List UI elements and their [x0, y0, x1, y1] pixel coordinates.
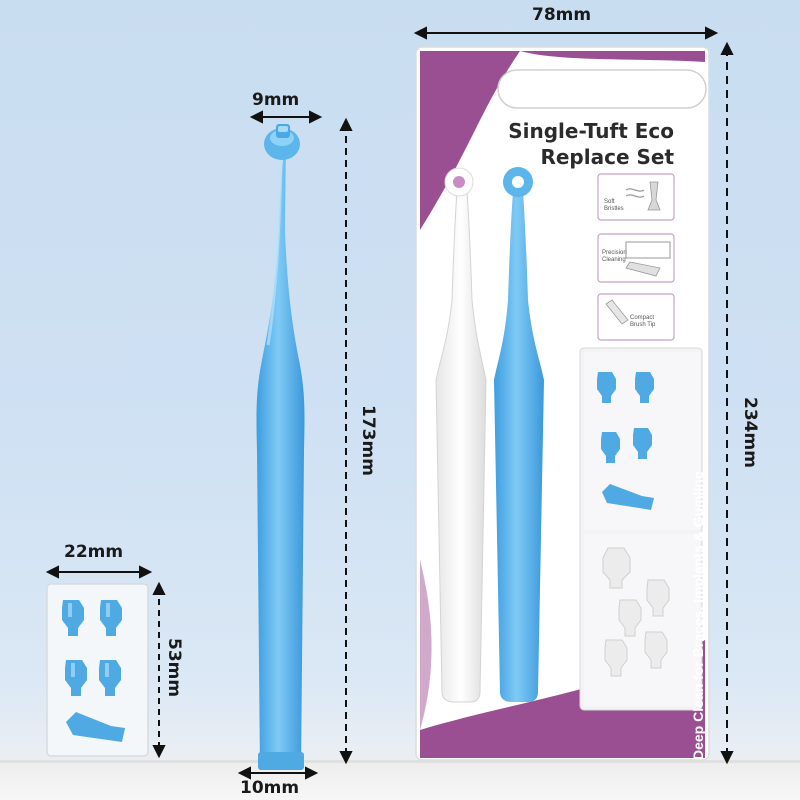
- package-title: Single-Tuft Eco Replace Set: [478, 118, 674, 170]
- blister-package: [415, 46, 710, 761]
- tips-box-height-label: 53mm: [164, 638, 184, 698]
- package-height-label: 234mm: [740, 397, 760, 468]
- shelf: [0, 762, 800, 800]
- feature-compact-brush-tip: Compact Brush Tip: [630, 315, 656, 328]
- feature-precision-cleaning: Precision Cleaning: [602, 250, 627, 263]
- base-width-label: 10mm: [240, 778, 300, 798]
- dimension-lines-tips: [45, 565, 166, 759]
- dimension-lines-package: [413, 26, 734, 765]
- tips-box-width-label: 22mm: [64, 542, 124, 562]
- handle-length-label: 173mm: [358, 405, 378, 476]
- single-tuft-brush: [256, 124, 305, 770]
- feature-soft-bristles: Soft Bristles: [604, 199, 624, 212]
- tips-box: [46, 583, 149, 757]
- package-title-line1: Single-Tuft Eco: [508, 119, 674, 143]
- head-width-label: 9mm: [252, 90, 300, 110]
- dimension-lines-brush: [237, 110, 353, 780]
- package-title-line2: Replace Set: [540, 145, 674, 169]
- package-width-label: 78mm: [532, 5, 592, 25]
- package-tagline: Deep Clean for Braces, Implants & Gumlin…: [690, 471, 706, 760]
